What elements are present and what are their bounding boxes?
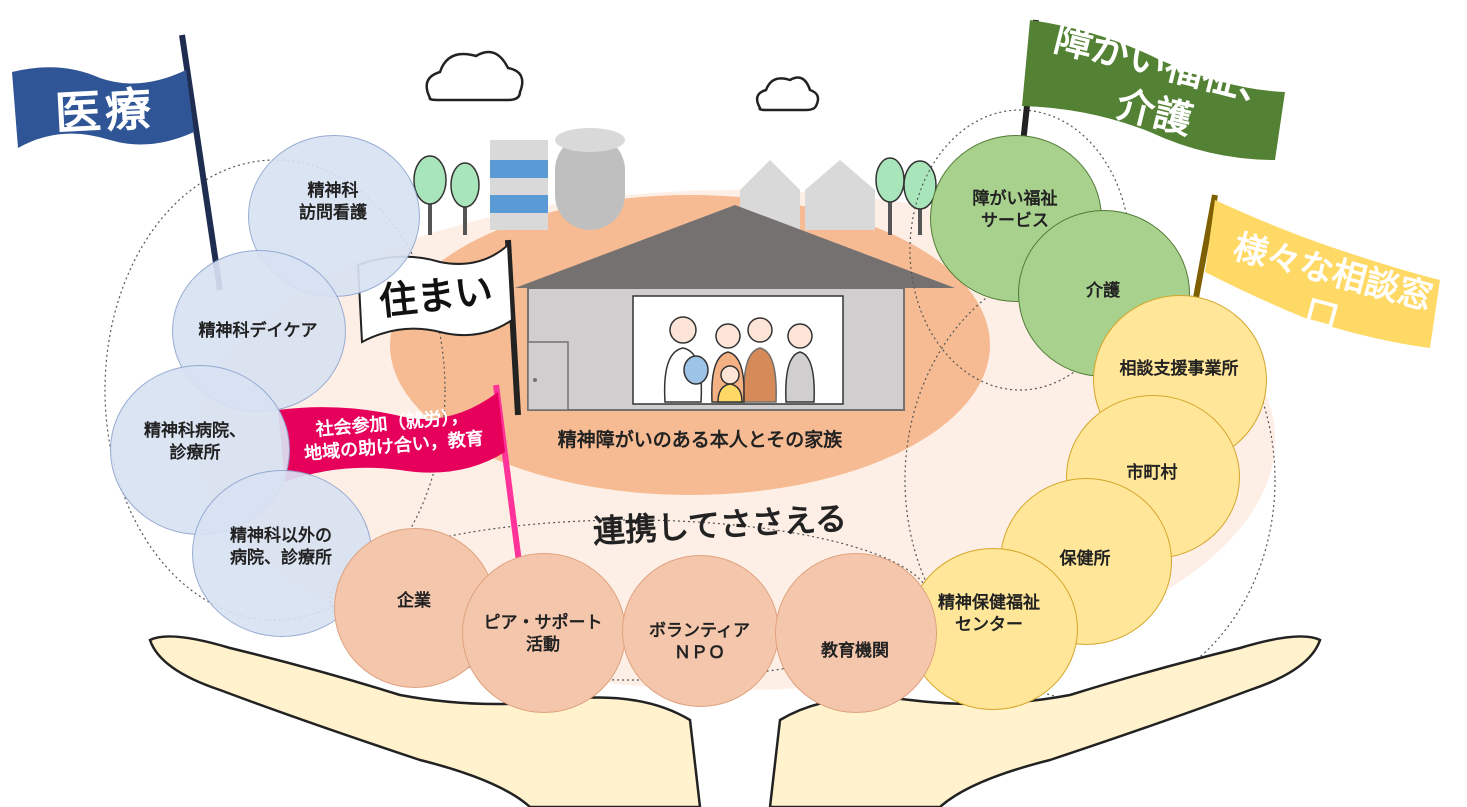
family-caption: 精神障がいのある本人とその家族 [557,429,843,451]
cloud-icon [755,76,820,112]
consultation-label: 精神保健福祉 センター [938,593,1040,636]
medical-label: 精神科デイケア [198,321,318,341]
community-label: ボランティア ＮＰＯ [649,621,750,664]
welfare-flag-banner [1022,20,1285,160]
medical-flag-label: 医療 [53,81,157,141]
medical-flag-banner [12,67,194,148]
community-label: ピア・サポート 活動 [483,613,603,656]
medical-label: 精神科以外の 病院、診療所 [230,526,332,569]
consultation-label: 保健所 [1059,549,1111,569]
community-label: 企業 [397,591,431,611]
medical-label: 精神科病院、 診療所 [144,421,246,464]
cloud-icon [425,50,524,102]
house-icon [740,160,875,230]
medical-flag-pole [179,34,223,291]
consultation-label: 市町村 [1126,463,1178,483]
family-illustration [663,316,815,403]
medical-label: 精神科 訪問看護 [299,181,367,224]
welfare-label: 障がい福祉 サービス [972,189,1058,232]
community-circle-volunteer [622,555,779,707]
community-label: 教育機関 [821,641,889,661]
community-circle-peer-support [462,553,626,713]
community-circle-education [775,553,937,713]
welfare-label: 介護 [1086,281,1120,301]
building-icon [490,128,625,230]
consultation-label: 相談支援事業所 [1119,359,1239,379]
tree-icon [413,155,480,235]
tree-icon [875,157,937,235]
consultation-flag-banner [1205,200,1440,348]
social-flag-banner [278,392,505,482]
medical-circle-other-hospital [192,470,372,637]
